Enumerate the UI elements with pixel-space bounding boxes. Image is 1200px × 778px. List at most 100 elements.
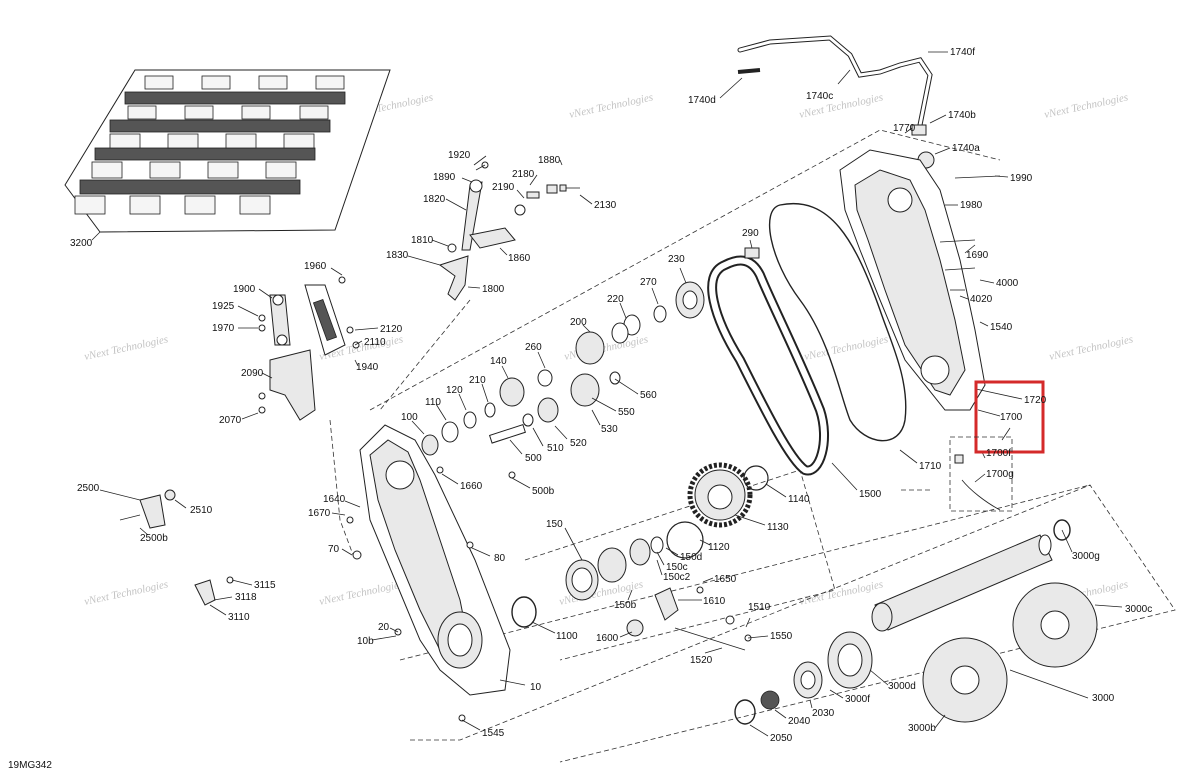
- callout-500b: 500b: [532, 486, 555, 497]
- callout-1550: 1550: [770, 631, 793, 642]
- shift-linkage-group: [438, 161, 580, 301]
- hose-1700g: [961, 479, 1001, 511]
- callout-1520: 1520: [690, 655, 713, 666]
- watermark: vNext Technologies: [83, 333, 169, 363]
- watermark: vNext Technologies: [318, 578, 404, 608]
- sprocket-1130: [666, 462, 769, 559]
- callout-1610: 1610: [703, 596, 726, 607]
- callout-2040: 2040: [788, 716, 811, 727]
- callout-1900: 1900: [233, 284, 256, 295]
- callout-1545: 1545: [482, 728, 505, 739]
- callout-70: 70: [328, 544, 340, 555]
- callout-1120: 1120: [708, 542, 730, 553]
- sprocket-3000b: [922, 637, 1008, 723]
- callout-1710: 1710: [919, 461, 942, 472]
- callout-1640: 1640: [323, 494, 346, 505]
- callout-230: 230: [668, 254, 685, 265]
- callout-260: 260: [525, 342, 542, 353]
- callout-3200: 3200: [70, 238, 93, 249]
- callout-3000g: 3000g: [1072, 551, 1100, 562]
- callout-10: 10: [530, 682, 542, 693]
- callout-2500b: 2500b: [140, 533, 168, 544]
- watermark: vNext Technologies: [83, 578, 169, 608]
- callout-2070: 2070: [219, 415, 242, 426]
- callout-1880: 1880: [538, 155, 561, 166]
- watermark: vNext Technologies: [568, 91, 654, 121]
- callout-500: 500: [525, 453, 542, 464]
- watermark: vNext Technologies: [1043, 91, 1129, 121]
- callout-4020: 4020: [970, 294, 993, 305]
- callout-140: 140: [490, 356, 507, 367]
- callout-3000: 3000: [1092, 693, 1115, 704]
- callout-530: 530: [601, 424, 618, 435]
- callout-3000f: 3000f: [845, 694, 870, 705]
- callout-3000b: 3000b: [908, 723, 936, 734]
- callout-20: 20: [378, 622, 390, 633]
- callout-1700: 1700: [1000, 412, 1023, 423]
- callout-210: 210: [469, 375, 486, 386]
- chain-and-belt: [707, 202, 907, 476]
- callout-3000d: 3000d: [888, 681, 916, 692]
- callout-1820: 1820: [423, 194, 446, 205]
- callout-510: 510: [547, 443, 564, 454]
- diagram-id: 19MG342: [8, 760, 52, 771]
- callout-1925: 1925: [212, 301, 235, 312]
- watermark: vNext Technologies: [1048, 333, 1134, 363]
- bearing-assembly-150: [511, 536, 752, 651]
- callout-1720: 1720: [1024, 395, 1047, 406]
- callout-150d: 150d: [680, 552, 702, 563]
- callout-2190: 2190: [492, 182, 515, 193]
- callout-150: 150: [546, 519, 563, 530]
- callout-1970: 1970: [212, 323, 235, 334]
- leader-lines: [99, 51, 1123, 737]
- callout-1510: 1510: [748, 602, 771, 613]
- callout-200: 200: [570, 317, 587, 328]
- callout-2050: 2050: [770, 733, 793, 744]
- callout-1540: 1540: [990, 322, 1013, 333]
- callout-2510: 2510: [190, 505, 213, 516]
- callout-150c: 150c: [666, 562, 688, 573]
- callout-2120: 2120: [380, 324, 403, 335]
- callout-150b: 150b: [614, 600, 637, 611]
- callout-3115: 3115: [254, 580, 276, 591]
- callout-1770: 1770: [893, 123, 916, 134]
- callout-1890: 1890: [433, 172, 456, 183]
- sprocket-3000c: [1012, 582, 1098, 668]
- small-brackets-left: [119, 489, 234, 606]
- callout-1660: 1660: [460, 481, 483, 492]
- callout-1860: 1860: [508, 253, 531, 264]
- callout-150c2: 150c2: [663, 572, 691, 583]
- callout-270: 270: [640, 277, 657, 288]
- callout-1650: 1650: [714, 574, 737, 585]
- callout-1990: 1990: [1010, 173, 1033, 184]
- callout-520: 520: [570, 438, 587, 449]
- callout-1600: 1600: [596, 633, 619, 644]
- callout-100: 100: [401, 412, 418, 423]
- callout-1740d: 1740d: [688, 95, 716, 106]
- callout-550: 550: [618, 407, 635, 418]
- callout-2180: 2180: [512, 169, 535, 180]
- callout-1130: 1130: [767, 522, 789, 533]
- callout-110: 110: [425, 397, 441, 408]
- lever-bracket-group: [258, 276, 360, 421]
- callout-1500: 1500: [859, 489, 882, 500]
- callout-1700f: 1700f: [986, 448, 1011, 459]
- callout-3118: 3118: [235, 592, 257, 603]
- watermark: vNext Technologies: [798, 578, 884, 608]
- track-part-3200: [64, 69, 391, 241]
- inset-box-1700: [949, 436, 1013, 512]
- callout-1700g: 1700g: [986, 469, 1014, 480]
- callout-560: 560: [640, 390, 657, 401]
- callout-1740f: 1740f: [950, 47, 975, 58]
- chaincase-housing-left: [346, 424, 511, 722]
- callout-1940: 1940: [356, 362, 379, 373]
- callout-1960: 1960: [304, 261, 327, 272]
- callout-1800: 1800: [482, 284, 505, 295]
- drive-axle-3000: [734, 519, 1098, 725]
- callout-3000c: 3000c: [1125, 604, 1152, 615]
- callout-1920: 1920: [448, 150, 471, 161]
- callout-220: 220: [607, 294, 624, 305]
- callout-2500: 2500: [77, 483, 100, 494]
- callout-1740b: 1740b: [948, 110, 976, 121]
